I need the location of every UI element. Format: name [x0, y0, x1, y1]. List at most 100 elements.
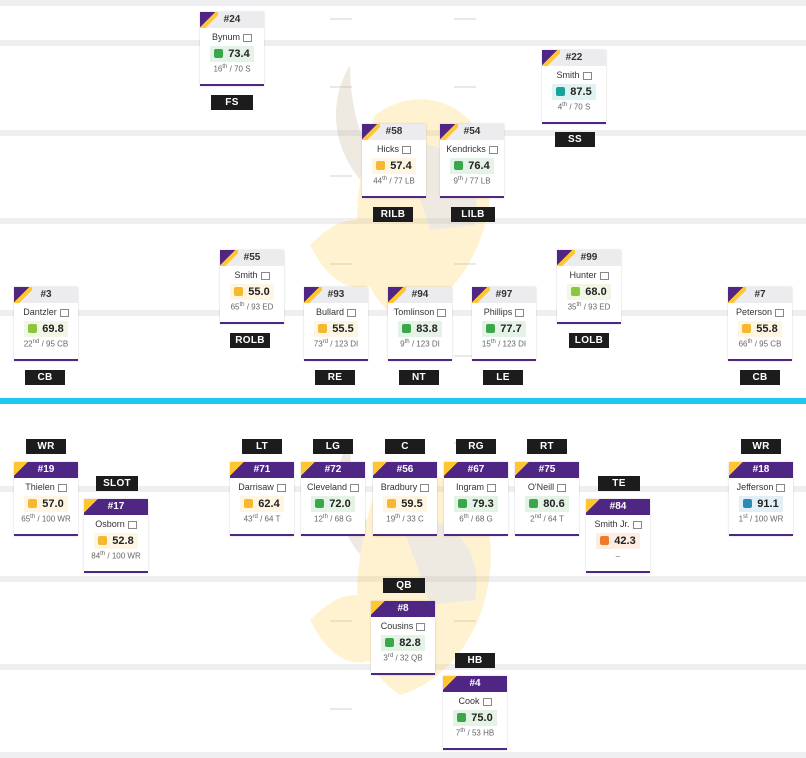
player-name[interactable]: Bradbury [373, 481, 437, 493]
player-name[interactable]: Darrisaw [230, 481, 294, 493]
player-name[interactable]: Peterson [728, 306, 792, 318]
compare-icon[interactable] [243, 33, 252, 42]
compare-icon[interactable] [582, 71, 592, 80]
player-name[interactable]: Bynum [200, 31, 264, 43]
team-corner-stripe [472, 287, 490, 303]
rank-total: / 93 ED [246, 302, 274, 312]
compare-icon[interactable] [402, 145, 411, 154]
position-label-qb: QB [383, 578, 425, 593]
jersey-number-text: #8 [397, 603, 409, 614]
player-name[interactable]: Smith [220, 269, 284, 281]
player-name[interactable]: Thielen [14, 481, 78, 493]
player-grade: 80.6 [525, 496, 569, 512]
grade-value: 42.3 [614, 535, 636, 547]
compare-icon[interactable] [488, 145, 498, 154]
player-name[interactable]: Ingram [444, 481, 508, 493]
rank-suffix: th [460, 728, 466, 734]
player-name[interactable]: Smith Jr. [586, 518, 650, 530]
hash-mark [330, 708, 352, 710]
rank-suffix: th [30, 514, 36, 520]
position-label-le: LE [483, 370, 523, 385]
player-grade: 83.8 [398, 321, 442, 337]
compare-icon[interactable] [57, 483, 67, 492]
position-label-hb: HB [455, 653, 495, 668]
team-corner-stripe [14, 462, 32, 478]
grade-color-icon [315, 499, 325, 508]
player-name[interactable]: Smith [542, 69, 606, 81]
jersey-number-text: #18 [752, 464, 770, 475]
player-name-text: Osborn [95, 519, 125, 529]
player-name[interactable]: Dantzler [14, 306, 78, 318]
compare-icon[interactable] [350, 483, 360, 492]
compare-icon[interactable] [515, 308, 525, 317]
player-name[interactable]: Hunter [557, 269, 621, 281]
player-name[interactable]: Kendricks [440, 143, 504, 155]
compare-icon[interactable] [557, 483, 567, 492]
player-name[interactable]: Bullard [304, 306, 368, 318]
compare-icon[interactable] [59, 308, 69, 317]
rank-suffix: th [562, 102, 568, 108]
compare-icon[interactable] [437, 308, 447, 317]
team-corner-stripe [515, 462, 533, 478]
hash-mark [330, 18, 352, 20]
rank-total: / 123 DI [411, 339, 440, 349]
compare-icon[interactable] [599, 271, 609, 280]
compare-icon[interactable] [416, 622, 426, 631]
position-label-lt: LT [242, 439, 282, 454]
compare-icon[interactable] [276, 483, 286, 492]
rank-number: 1 [738, 514, 744, 524]
position-rank: 1st / 100 WR [729, 514, 793, 524]
player-name[interactable]: Phillips [472, 306, 536, 318]
compare-icon[interactable] [127, 520, 137, 529]
player-name[interactable]: Osborn [84, 518, 148, 530]
compare-icon[interactable] [776, 483, 786, 492]
rank-total: / 93 ED [583, 302, 611, 312]
player-name[interactable]: Cleveland [301, 481, 365, 493]
rank-number: 15 [481, 339, 491, 349]
player-grade: 73.4 [210, 46, 254, 62]
player-name[interactable]: O'Neill [515, 481, 579, 493]
player-name[interactable]: Jefferson [729, 481, 793, 493]
rank-total: / 95 CB [41, 339, 69, 349]
compare-icon[interactable] [487, 483, 496, 492]
compare-icon[interactable] [775, 308, 785, 317]
player-name[interactable]: Cousins [371, 620, 435, 632]
position-rank: 84th / 100 WR [84, 551, 148, 561]
position-label-nt: NT [399, 370, 439, 385]
compare-icon[interactable] [482, 697, 492, 706]
compare-icon[interactable] [420, 483, 430, 492]
player-name[interactable]: Hicks [362, 143, 426, 155]
compare-icon[interactable] [347, 308, 356, 317]
compare-icon[interactable] [632, 520, 642, 529]
player-grade: 57.4 [372, 158, 416, 174]
position-label-wr-right: WR [741, 439, 781, 454]
player-grade: 52.8 [94, 533, 138, 549]
rank-total: – [615, 551, 621, 561]
player-name[interactable]: Cook [443, 695, 507, 707]
compare-icon[interactable] [260, 271, 270, 280]
grade-color-icon [743, 499, 753, 508]
player-name[interactable]: Tomlinson [388, 306, 452, 318]
